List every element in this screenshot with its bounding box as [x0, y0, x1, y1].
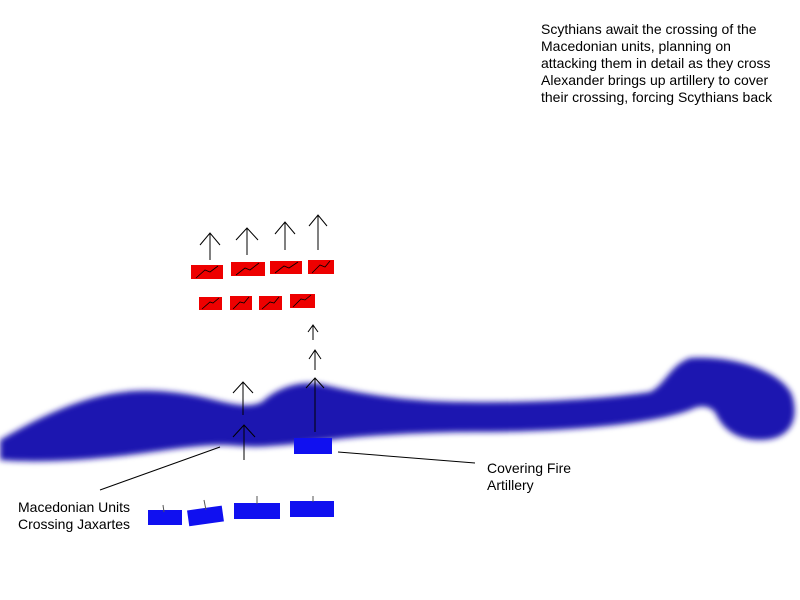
up-arrow-icon	[305, 377, 325, 432]
artillery-label: Covering Fire Artillery	[487, 460, 571, 494]
up-arrow-icon	[308, 349, 322, 370]
up-arrow-icon	[232, 424, 256, 460]
unit-markers	[162, 496, 314, 513]
river-band	[0, 357, 795, 462]
jaxartes-river	[0, 357, 795, 462]
macedonian-unit	[290, 501, 334, 517]
scythian-unit	[230, 296, 252, 310]
up-arrow-icon	[308, 214, 328, 250]
macedonian-unit	[234, 503, 280, 519]
narrative-line: Macedonian units, planning on	[541, 38, 731, 54]
scythian-unit	[259, 296, 282, 310]
macedonian-unit	[148, 510, 182, 525]
up-arrow-icon	[235, 227, 259, 255]
up-arrow-icon	[199, 232, 221, 260]
artillery-unit	[294, 438, 332, 454]
scythian-forces	[191, 260, 334, 310]
scythian-retreat-arrows	[199, 214, 328, 260]
label-line: Crossing Jaxartes	[18, 516, 131, 532]
label-line: Artillery	[487, 477, 534, 493]
label-line: Covering Fire	[487, 460, 572, 476]
narrative-line: Alexander brings up artillery to cover	[541, 72, 769, 88]
leader-lines	[99, 446, 476, 491]
scythian-unit	[199, 297, 222, 310]
scythian-unit	[308, 260, 334, 274]
up-arrow-icon	[307, 324, 319, 340]
narrative-line: their crossing, forcing Scythians back	[541, 89, 773, 105]
narrative-line: Scythians await the crossing of the	[541, 21, 757, 37]
label-line: Macedonian Units	[18, 499, 131, 515]
up-arrow-icon	[232, 381, 254, 415]
macedonian-unit	[187, 505, 224, 527]
artillery-leader-line	[337, 451, 476, 464]
macedonian-advance-arrows	[232, 324, 325, 460]
macedonian-forces	[148, 438, 334, 527]
units-leader-line	[99, 446, 221, 491]
narrative-text: Scythians await the crossing of the Mace…	[541, 21, 772, 106]
scythian-unit	[231, 262, 265, 276]
up-arrow-icon	[274, 221, 296, 250]
macedonian-units-label: Macedonian Units Crossing Jaxartes	[18, 499, 130, 533]
scythian-unit	[191, 265, 223, 279]
scythian-unit	[270, 261, 302, 274]
scythian-unit	[290, 294, 315, 308]
narrative-line: attacking them in detail as they cross	[541, 55, 771, 71]
